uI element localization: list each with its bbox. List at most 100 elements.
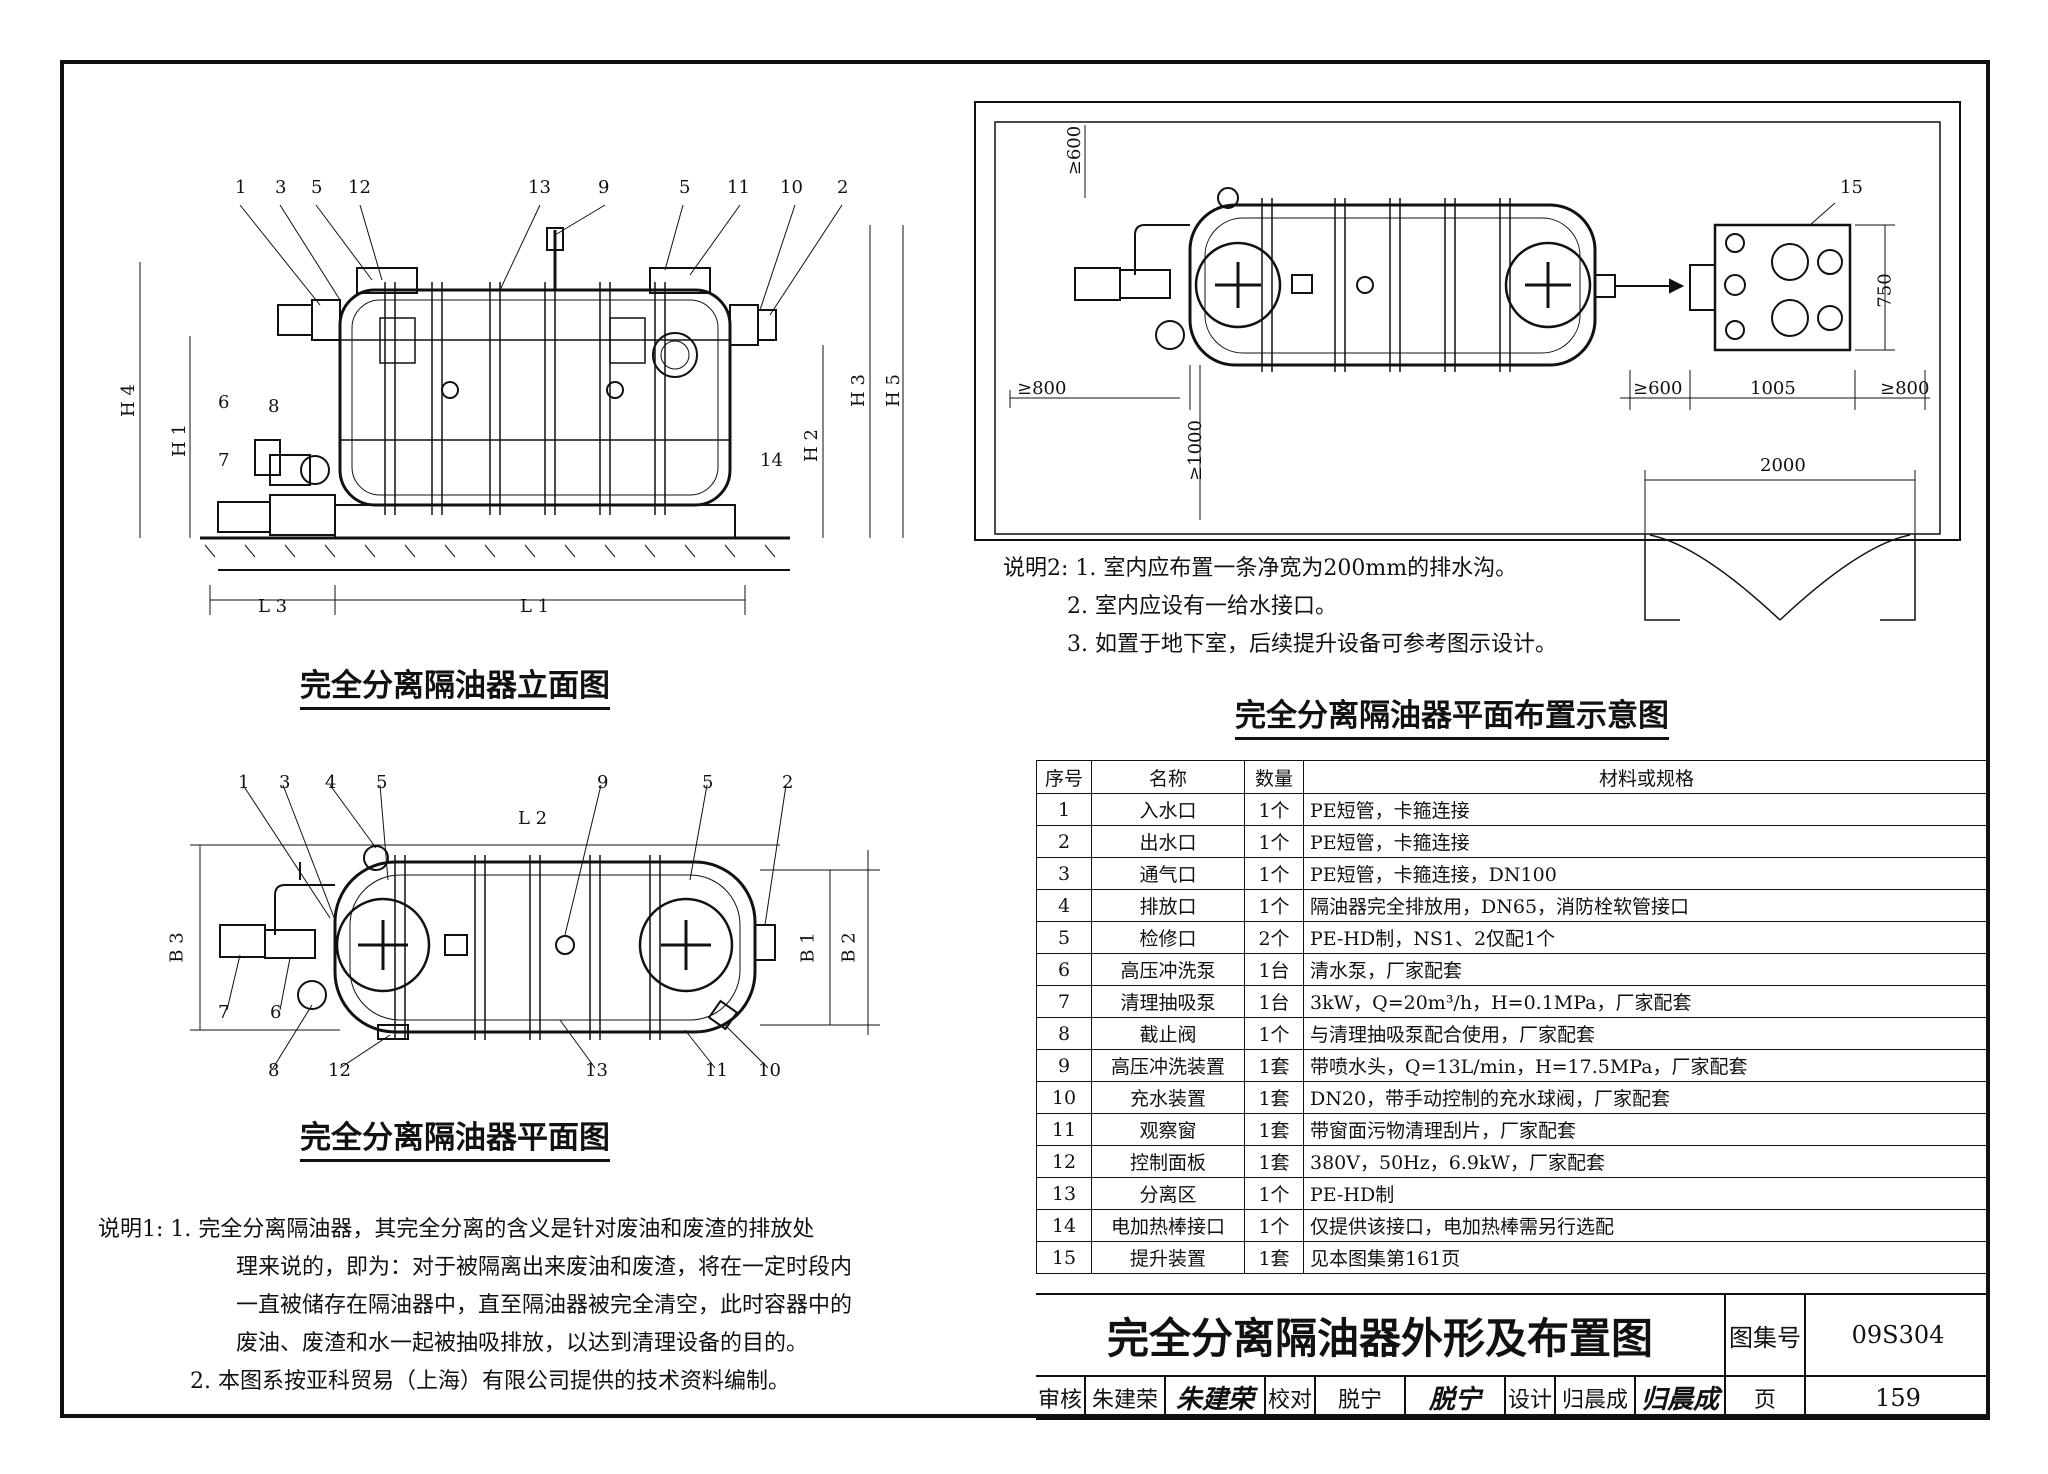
callout-label: 6 [218, 392, 230, 413]
table-cell: 仅提供该接口，电加热棒需另行选配 [1303, 1209, 1990, 1242]
table-cell: 11 [1036, 1113, 1092, 1146]
table-cell: 高压冲洗装置 [1091, 1049, 1245, 1082]
table-cell: 清水泵，厂家配套 [1303, 953, 1990, 986]
table-cell: 1个 [1244, 1177, 1304, 1210]
table-cell: 12 [1036, 1145, 1092, 1178]
table-cell: 6 [1036, 953, 1092, 986]
callout-label: 9 [598, 177, 610, 198]
table-cell: 14 [1036, 1209, 1092, 1242]
callout-label: 12 [328, 1060, 351, 1081]
callout-label: 3 [279, 772, 291, 793]
table-cell: 充水装置 [1091, 1081, 1245, 1114]
dim-label: H 1 [168, 424, 190, 457]
table-cell: 1个 [1244, 1209, 1304, 1242]
notes-2-item: 1. 室内应布置一条净宽为200mm的排水沟。 [1075, 556, 1518, 581]
callout-label: 10 [780, 177, 803, 198]
notes-2-item: 2. 室内应设有一给水接口。 [1067, 594, 1337, 619]
dim-label: B 1 [797, 932, 819, 963]
dim-label: H 3 [847, 374, 869, 407]
table-cell: DN20，带手动控制的充水球阀，厂家配套 [1303, 1081, 1990, 1114]
table-cell: 1个 [1244, 1017, 1304, 1050]
notes-1-line: 理来说的，即为：对于被隔离出来废油和废渣，将在一定时段内 [236, 1255, 853, 1280]
notes-1-line: 一直被储存在隔油器中，直至隔油器被完全清空，此时容器中的 [236, 1293, 853, 1318]
table-cell: 观察窗 [1091, 1113, 1245, 1146]
table-cell: 1套 [1244, 1145, 1304, 1178]
table-cell: PE-HD制 [1303, 1177, 1990, 1210]
table-cell: 与清理抽吸泵配合使用，厂家配套 [1303, 1017, 1990, 1050]
table-cell: 1个 [1244, 889, 1304, 922]
table-cell: 高压冲洗泵 [1091, 953, 1245, 986]
table-cell: PE-HD制，NS1、2仅配1个 [1303, 921, 1990, 954]
dim-label: 750 [1874, 273, 1896, 308]
table-cell: 3 [1036, 857, 1092, 890]
table-cell: 带喷水头，Q=13L/min，H=17.5MPa，厂家配套 [1303, 1049, 1990, 1082]
callout-label: 8 [268, 396, 280, 417]
title-block: 完全分离隔油器外形及布置图 图集号 09S304 审核 朱建荣 朱建荣 校对 脱… [1036, 1293, 1990, 1420]
design-label: 设计 [1506, 1377, 1556, 1420]
drawing-frame [60, 60, 1990, 1418]
table-cell: 带窗面污物清理刮片，厂家配套 [1303, 1113, 1990, 1146]
table-cell: 1套 [1244, 1049, 1304, 1082]
table-cell: 1套 [1244, 1241, 1304, 1274]
notes-2-item: 3. 如置于地下室，后续提升设备可参考图示设计。 [1067, 632, 1557, 657]
table-cell: 5 [1036, 921, 1092, 954]
table-cell: 1个 [1244, 825, 1304, 858]
dim-label: ≥800 [1880, 378, 1930, 399]
dim-label: B 3 [166, 932, 188, 963]
layout-title: 完全分离隔油器平面布置示意图 [1235, 690, 1669, 740]
callout-label: 1 [238, 772, 250, 793]
column-header: 数量 [1244, 760, 1304, 794]
designer-signature: 归晨成 [1636, 1377, 1726, 1420]
callout-label: 5 [311, 177, 323, 198]
table-cell: 10 [1036, 1081, 1092, 1114]
table-cell: 提升装置 [1091, 1241, 1245, 1274]
table-cell: 9 [1036, 1049, 1092, 1082]
callout-label: 11 [705, 1060, 728, 1081]
callout-label: 10 [758, 1060, 781, 1081]
table-cell: 入水口 [1091, 793, 1245, 826]
callout-label: 11 [727, 177, 750, 198]
callout-label: 1 [235, 177, 247, 198]
table-cell: PE短管，卡箍连接 [1303, 793, 1990, 826]
table-cell: 4 [1036, 889, 1092, 922]
table-cell: 通气口 [1091, 857, 1245, 890]
designer-name: 归晨成 [1556, 1377, 1636, 1420]
page-label: 页 [1726, 1377, 1806, 1420]
notes-1-label: 说明1: [98, 1217, 164, 1242]
table-cell: 1套 [1244, 1081, 1304, 1114]
callout-label: 13 [528, 177, 551, 198]
callout-label: 2 [837, 177, 849, 198]
table-cell: 13 [1036, 1177, 1092, 1210]
plan-view [190, 784, 880, 1069]
callout-label: 6 [270, 1002, 282, 1023]
callout-label: 13 [585, 1060, 608, 1081]
table-cell: 排放口 [1091, 889, 1245, 922]
callout-label: 12 [348, 177, 371, 198]
room-layout [974, 101, 1961, 621]
table-cell: 见本图集第161页 [1303, 1241, 1990, 1274]
table-cell: 1个 [1244, 793, 1304, 826]
notes-2: 说明2: 1. 室内应布置一条净宽为200mm的排水沟。 2. 室内应设有一给水… [1003, 550, 1557, 664]
table-cell: 检修口 [1091, 921, 1245, 954]
dim-label: B 2 [838, 932, 860, 963]
table-cell: 1台 [1244, 985, 1304, 1018]
atlas-label: 图集号 [1726, 1295, 1806, 1377]
callout-label: 2 [782, 772, 794, 793]
checker-signature: 脱宁 [1406, 1377, 1506, 1420]
table-cell: 电加热棒接口 [1091, 1209, 1245, 1242]
check-label: 校对 [1266, 1377, 1316, 1420]
table-cell: 控制面板 [1091, 1145, 1245, 1178]
table-cell: 出水口 [1091, 825, 1245, 858]
callout-label: 5 [679, 177, 691, 198]
table-cell: PE短管，卡箍连接 [1303, 825, 1990, 858]
